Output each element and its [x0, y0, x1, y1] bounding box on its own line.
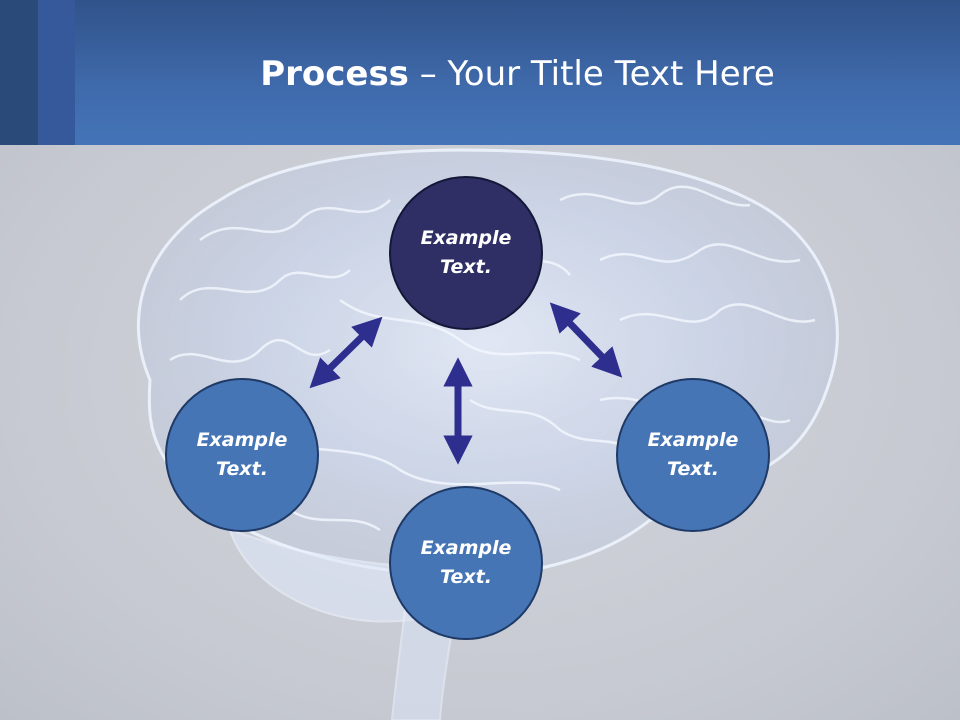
node-right-label: Example Text.: [647, 429, 739, 480]
process-node-right[interactable]: Example Text.: [616, 378, 770, 532]
node-bottom-label: Example Text.: [420, 537, 512, 588]
process-node-left[interactable]: Example Text.: [165, 378, 319, 532]
process-node-top[interactable]: Example Text.: [389, 176, 543, 330]
banner-accent-dark: [0, 0, 38, 145]
title-banner: Process – Your Title Text Here: [0, 0, 960, 145]
slide-title: Process – Your Title Text Here: [75, 52, 960, 96]
node-left-label: Example Text.: [196, 429, 288, 480]
banner-accent-mid: [38, 0, 75, 145]
arrow-top-right: [549, 302, 623, 378]
title-bold: Process: [260, 54, 409, 94]
brain-stem: [390, 608, 457, 720]
title-rest: – Your Title Text Here: [408, 54, 775, 94]
arrow-top-left: [309, 316, 383, 389]
process-node-bottom[interactable]: Example Text.: [389, 486, 543, 640]
process-arrows: [309, 302, 623, 465]
slide-content: Example Text. Example Text. Example Text…: [0, 145, 960, 720]
node-top-label: Example Text.: [420, 227, 512, 278]
